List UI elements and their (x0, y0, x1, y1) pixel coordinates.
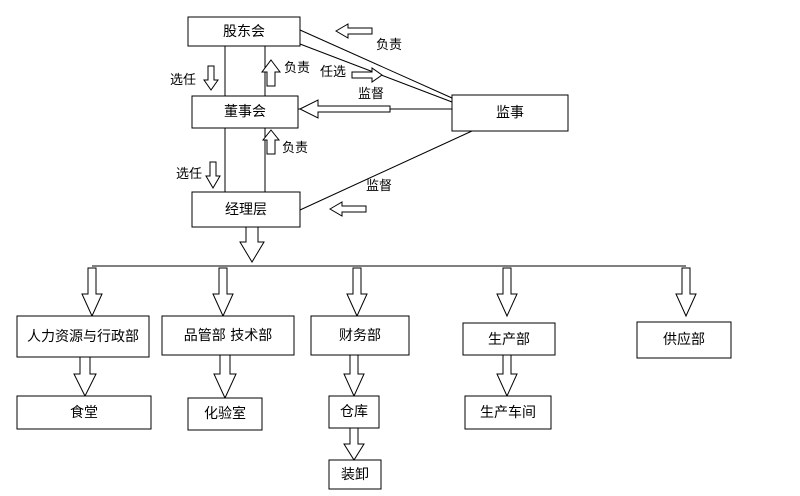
arrow-to-supply (675, 267, 697, 318)
node-workshop: 生产车间 (464, 395, 552, 430)
node-supply: 供应部 (636, 321, 732, 359)
node-loading-label: 装卸 (341, 467, 369, 483)
node-workshop-label: 生产车间 (480, 404, 536, 421)
node-production: 生产部 (462, 322, 556, 356)
edge-label-responsible-1: 负责 (284, 61, 310, 76)
arrow-to-production (496, 267, 518, 318)
arrow-to-warehouse (343, 354, 365, 398)
node-board: 董事会 (191, 95, 299, 129)
arrow-to-quality-tech (212, 267, 234, 318)
node-shareholders-label: 股东会 (223, 24, 265, 40)
arrow-supervise-management (329, 201, 367, 217)
node-canteen-label: 食堂 (70, 404, 98, 421)
arrow-elect-down-2 (205, 161, 221, 189)
edge-labels: 选任 负责 选任 负责 负责 任选 监督 监督 (170, 38, 402, 194)
arrow-to-shareholders (335, 23, 373, 39)
edge-label-supervise-2: 监督 (366, 179, 392, 194)
node-quality-tech: 品管部 技术部 (161, 315, 295, 356)
node-quality-tech-label: 品管部 技术部 (184, 328, 272, 344)
node-supervisor: 监事 (451, 94, 569, 132)
arrow-to-hr-admin (81, 267, 103, 318)
node-board-label: 董事会 (224, 104, 266, 120)
node-production-label: 生产部 (488, 332, 530, 348)
node-loading: 装卸 (328, 459, 382, 490)
edge-label-elect-1: 选任 (170, 73, 196, 88)
node-finance: 财务部 (310, 315, 410, 356)
node-warehouse-label: 仓库 (340, 404, 368, 420)
edge-label-supervise-1: 监督 (358, 87, 384, 102)
arrow-to-loading (343, 427, 365, 461)
arrow-responsible-up-1 (261, 59, 281, 87)
node-management-label: 经理层 (225, 202, 267, 218)
node-supervisor-label: 监事 (496, 105, 524, 121)
node-lab: 化验室 (187, 397, 263, 431)
arrow-to-canteen (73, 356, 97, 398)
node-finance-label: 财务部 (339, 328, 381, 344)
node-management: 经理层 (191, 191, 301, 228)
hollow-arrows (73, 23, 697, 461)
edge-label-elect-2: 选任 (176, 167, 202, 182)
arrow-management-down (239, 226, 265, 263)
arrow-to-finance (346, 267, 368, 318)
arrow-supervise-board (298, 99, 391, 119)
node-warehouse: 仓库 (328, 395, 380, 429)
node-lab-label: 化验室 (204, 405, 246, 422)
node-supply-label: 供应部 (663, 331, 705, 348)
node-hr-admin-label: 人力资源与行政部 (27, 329, 139, 345)
arrow-to-workshop (496, 354, 518, 398)
arrow-responsible-up-2 (261, 129, 281, 155)
arrow-to-lab (213, 354, 237, 400)
edge-label-responsible-2: 负责 (282, 141, 308, 156)
edge-label-responsible-3: 负责 (376, 38, 402, 53)
node-hr-admin: 人力资源与行政部 (16, 315, 150, 358)
node-canteen: 食堂 (16, 395, 152, 430)
arrow-elect-down-1 (203, 65, 219, 91)
connector-lines (92, 29, 686, 267)
edge-label-appoint: 任选 (320, 65, 346, 80)
node-shareholders: 股东会 (187, 16, 301, 47)
arrow-appoint-right (351, 67, 383, 83)
